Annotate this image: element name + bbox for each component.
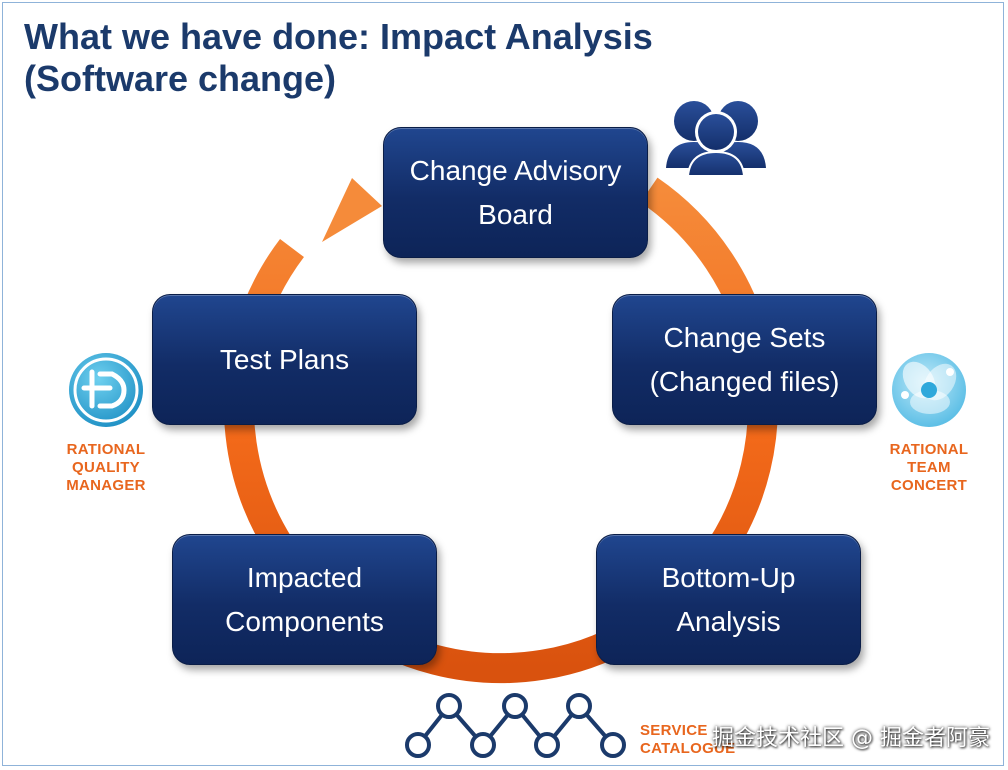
rqm-label-line1: RATIONAL <box>66 441 146 458</box>
node-label-line2: Analysis <box>676 605 781 637</box>
node-label-line1: Change Sets <box>663 321 826 353</box>
cycle-arrowhead <box>322 178 382 242</box>
rqm-label-line3: MANAGER <box>66 477 146 494</box>
catalogue-label-line2: CATALOGUE <box>640 740 736 757</box>
rtc-label-line2: TEAM <box>907 459 951 476</box>
node-impacted-components: Impacted Components <box>172 534 437 665</box>
watermark-text: 掘金技术社区 @ 掘金者阿豪 <box>712 726 990 751</box>
rtc-label: RATIONAL TEAM CONCERT <box>879 441 979 495</box>
slide-title-line1: What we have done: Impact Analysis <box>24 16 653 57</box>
catalogue-label-line1: SERVICE <box>640 722 708 739</box>
people-group-icon <box>666 101 766 177</box>
rational-quality-manager-logo <box>69 353 143 427</box>
node-label-line1: Bottom-Up <box>661 561 796 593</box>
service-catalogue-graph-icon <box>405 693 626 758</box>
rtc-label-line3: CONCERT <box>890 477 968 494</box>
rqm-label-line2: QUALITY <box>72 459 140 476</box>
node-label-line2: Components <box>225 605 384 637</box>
rqm-label: RATIONAL QUALITY MANAGER <box>56 441 156 495</box>
rtc-label-line1: RATIONAL <box>889 441 969 458</box>
node-label-line2: Board <box>478 198 553 230</box>
slide-title: What we have done: Impact Analysis (Soft… <box>24 16 653 100</box>
node-change-advisory-board: Change Advisory Board <box>383 127 648 258</box>
rational-team-concert-logo <box>892 353 966 427</box>
catalogue-label: SERVICE CATALOGUE <box>640 722 760 758</box>
slide-title-line2: (Software change) <box>24 58 337 99</box>
node-label-line1: Impacted <box>246 561 363 593</box>
node-label-line1: Test Plans <box>219 343 350 375</box>
node-change-sets: Change Sets (Changed files) <box>612 294 877 425</box>
node-label-line2: (Changed files) <box>649 365 840 397</box>
node-bottom-up-analysis: Bottom-Up Analysis <box>596 534 861 665</box>
node-label-line1: Change Advisory <box>409 154 622 186</box>
node-test-plans: Test Plans <box>152 294 417 425</box>
